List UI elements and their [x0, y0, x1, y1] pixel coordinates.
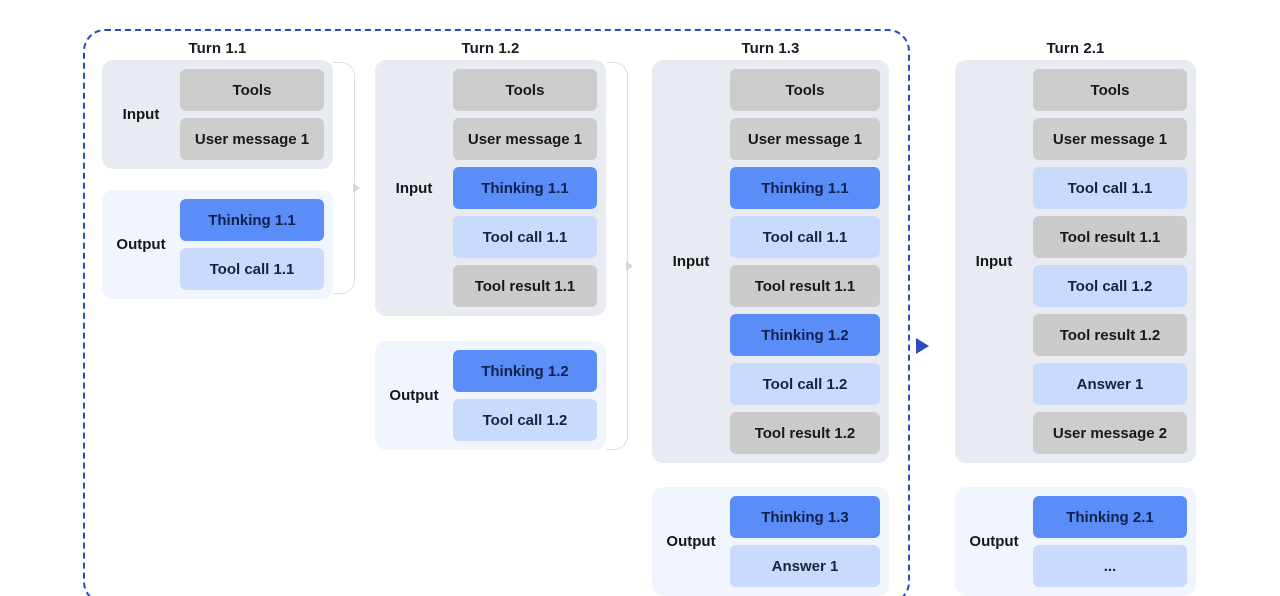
- turn-title: Turn 1.3: [741, 40, 800, 57]
- context-block-system[interactable]: Tools: [453, 69, 597, 111]
- context-block-thinking[interactable]: Thinking 2.1: [1033, 496, 1187, 538]
- turn-title: Turn 2.1: [1046, 40, 1105, 57]
- turn-connector-bracket: [606, 62, 628, 450]
- input-label: Input: [395, 179, 433, 197]
- input-label: Input: [672, 253, 710, 270]
- context-block-user[interactable]: User message 1: [180, 118, 324, 160]
- turn-connector-arrow-icon: [626, 261, 633, 271]
- context-block-toolres[interactable]: Tool result 1.1: [730, 265, 880, 307]
- context-block-assistant[interactable]: Tool call 1.2: [1033, 265, 1187, 307]
- context-block-system[interactable]: Tools: [180, 69, 324, 111]
- output-label: Output: [389, 387, 439, 404]
- context-block-thinking[interactable]: Thinking 1.1: [453, 167, 597, 209]
- context-block-thinking[interactable]: Thinking 1.3: [730, 496, 880, 538]
- turn-connector-bracket: [333, 62, 355, 294]
- context-block-user[interactable]: User message 1: [1033, 118, 1187, 160]
- context-block-assistant[interactable]: Tool call 1.2: [730, 363, 880, 405]
- context-block-assistant[interactable]: Tool call 1.1: [730, 216, 880, 258]
- context-block-assistant[interactable]: Answer 1: [1033, 363, 1187, 405]
- block-list: Thinking 2.1...: [1033, 487, 1196, 596]
- context-block-toolres[interactable]: Tool result 1.1: [453, 265, 597, 307]
- context-block-thinking[interactable]: Thinking 1.1: [180, 199, 324, 241]
- context-block-assistant[interactable]: Tool call 1.1: [180, 248, 324, 290]
- output-label: Output: [116, 236, 166, 253]
- context-block-user[interactable]: User message 1: [453, 118, 597, 160]
- context-block-thinking[interactable]: Thinking 1.2: [730, 314, 880, 356]
- input-label: Input: [975, 253, 1013, 270]
- context-block-assistant[interactable]: Answer 1: [730, 545, 880, 587]
- output-panel: Output Thinking 2.1...: [955, 487, 1196, 596]
- context-block-thinking[interactable]: Thinking 1.1: [730, 167, 880, 209]
- context-block-toolres[interactable]: Tool result 1.2: [1033, 314, 1187, 356]
- output-label: Output: [666, 533, 716, 550]
- context-block-toolres[interactable]: Tool result 1.1: [1033, 216, 1187, 258]
- session-transition-arrow-icon: [916, 338, 929, 354]
- input-label: Input: [122, 106, 160, 123]
- output-label: Output: [969, 533, 1019, 550]
- context-block-thinking[interactable]: Thinking 1.2: [453, 350, 597, 392]
- context-block-user[interactable]: User message 1: [730, 118, 880, 160]
- turn-title: Turn 1.1: [188, 40, 247, 57]
- context-block-assistant[interactable]: Tool call 1.1: [1033, 167, 1187, 209]
- turn-connector-arrow-icon: [353, 183, 360, 193]
- context-block-user[interactable]: User message 2: [1033, 412, 1187, 454]
- context-block-system[interactable]: Tools: [1033, 69, 1187, 111]
- turn-title: Turn 1.2: [461, 40, 520, 57]
- context-block-assistant[interactable]: Tool call 1.2: [453, 399, 597, 441]
- session-boundary-box: [83, 29, 910, 596]
- context-block-assistant[interactable]: ...: [1033, 545, 1187, 587]
- context-block-system[interactable]: Tools: [730, 69, 880, 111]
- context-block-toolres[interactable]: Tool result 1.2: [730, 412, 880, 454]
- context-block-assistant[interactable]: Tool call 1.1: [453, 216, 597, 258]
